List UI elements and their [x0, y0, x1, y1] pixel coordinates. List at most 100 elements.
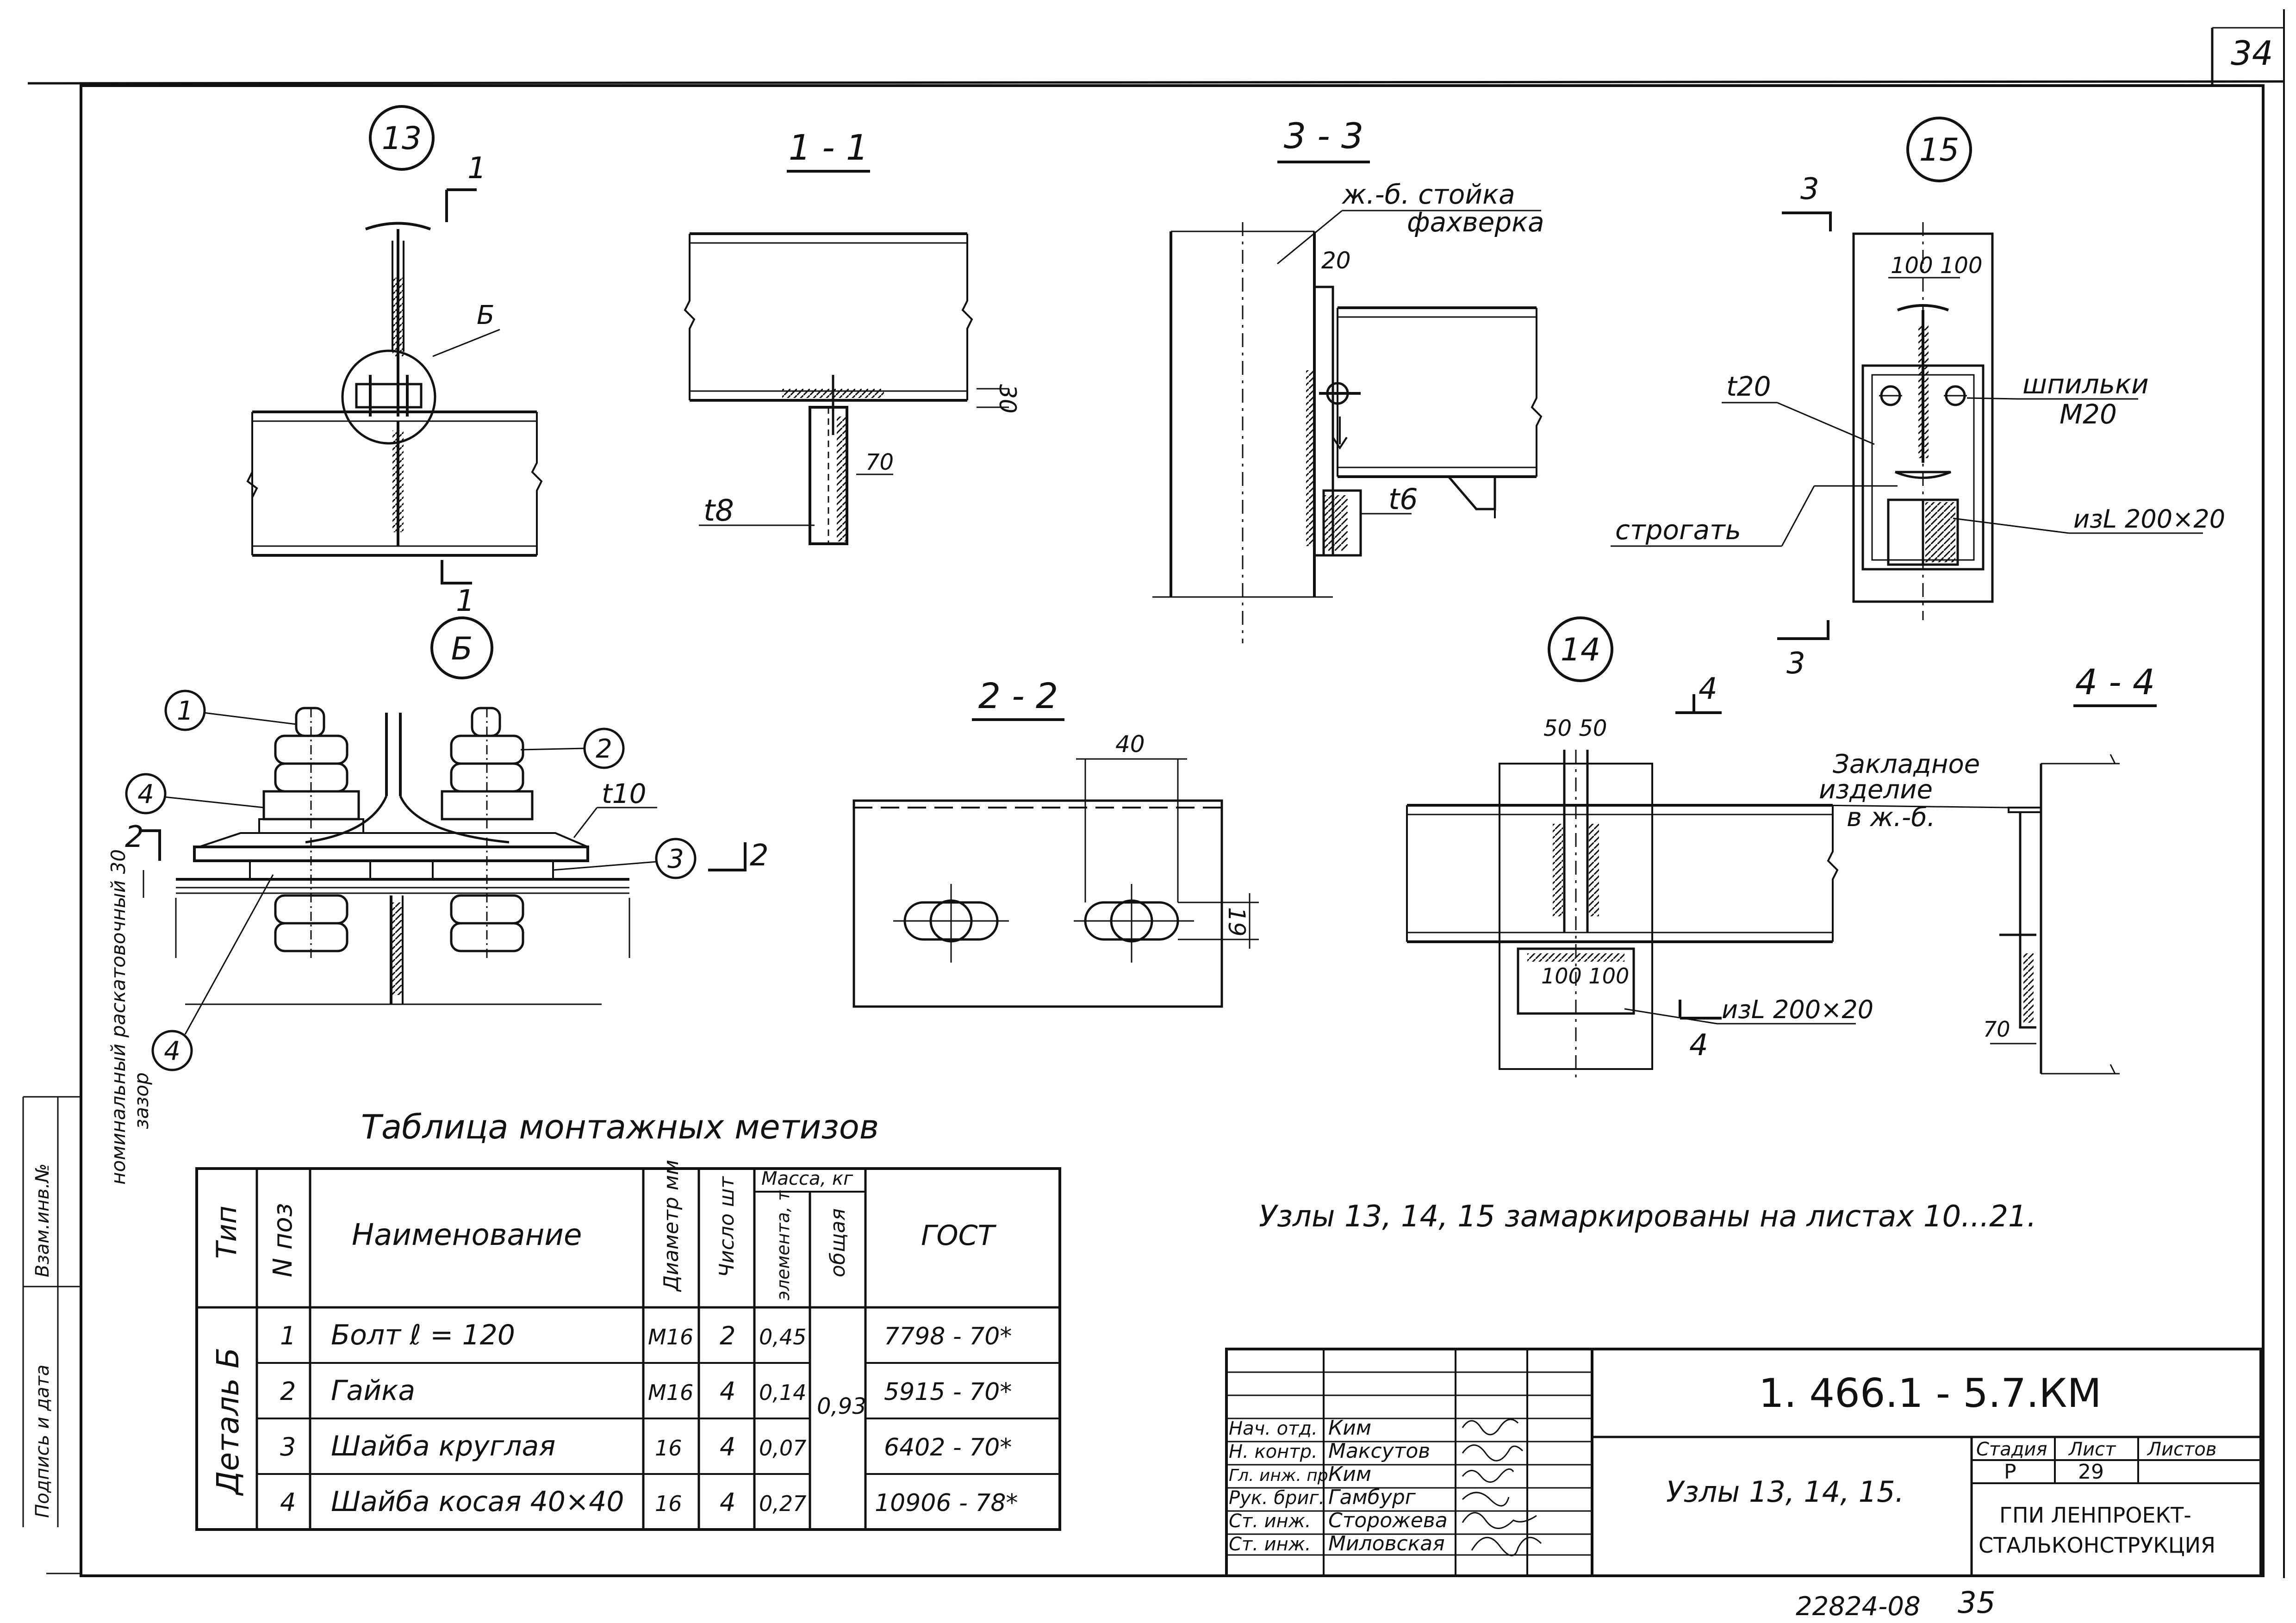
- label-embed-3: в ж.-б.: [1847, 802, 1935, 833]
- row-1-gost: 7798 - 70*: [884, 1323, 1012, 1350]
- staff-5-name: Сторожева: [1328, 1509, 1448, 1532]
- section-3-3-title: 3 - 3: [1284, 115, 1363, 156]
- side-stamp-label: Подпись и дата: [32, 1365, 53, 1518]
- cut-3-bottom-label: 3: [1786, 647, 1805, 681]
- title-block: Нач. отд. Ким Н. контр. Максутов Гл. инж…: [1225, 1348, 2262, 1577]
- row-3-pos: 3: [280, 1432, 296, 1461]
- header-gost: ГОСТ: [921, 1219, 997, 1252]
- label-embed: Закладное: [1833, 749, 1980, 779]
- org-line-1: ГПИ ЛЕНПРОЕКТ-: [1999, 1503, 2191, 1528]
- dim-20: 20: [1321, 247, 1351, 274]
- dim-70: 70: [865, 449, 894, 475]
- row-4-diameter: 16: [655, 1491, 682, 1516]
- section-1-1: 1 - 1 30 70 t8: [684, 127, 1021, 545]
- staff-2-role: Н. контр.: [1229, 1441, 1318, 1462]
- row-4-name: Шайба косая 40×40: [331, 1486, 624, 1518]
- thickness-t10: t10: [602, 778, 647, 809]
- row-2-pos: 2: [280, 1377, 296, 1406]
- thickness-t6: t6: [1388, 482, 1418, 516]
- row-2-mass: 0,14: [759, 1380, 806, 1405]
- bolt-right: [432, 707, 554, 958]
- sheets-label: Листов: [2147, 1439, 2216, 1460]
- header-name: Наименование: [352, 1218, 582, 1252]
- detail-ref-b: Б: [477, 300, 494, 330]
- cut-3-top-label: 3: [1800, 172, 1819, 206]
- row-4-pos: 4: [280, 1488, 296, 1517]
- row-3-mass: 0,07: [759, 1436, 806, 1461]
- label-column: ж.-б. стойка: [1341, 179, 1515, 210]
- dims-100-100: 100 100: [1891, 253, 1983, 279]
- dims-50-50: 50 50: [1543, 715, 1607, 741]
- node-14-label: 14: [1561, 632, 1601, 668]
- cut-4-bottom-label: 4: [1689, 1028, 1708, 1063]
- staff-5-role: Ст. инж.: [1229, 1511, 1311, 1532]
- row-4-gost: 10906 - 78*: [875, 1489, 1018, 1517]
- header-mass-elem: элемента, т: [773, 1190, 793, 1300]
- header-diameter: Диаметр мм: [660, 1160, 683, 1292]
- cut-1-bottom-label: 1: [456, 584, 475, 618]
- label-plane: строгать: [1615, 514, 1741, 546]
- row-1-name: Болт ℓ = 120: [331, 1319, 515, 1351]
- label-angle-15: изL 200×20: [2073, 504, 2225, 534]
- label-embed-2: изделие: [1819, 775, 1933, 805]
- bottom-page-number: 35: [1958, 1586, 1995, 1620]
- bolt-left: [249, 707, 371, 958]
- row-2-name: Гайка: [331, 1374, 415, 1407]
- stage-label: Стадия: [1976, 1439, 2047, 1460]
- dim-30: 30: [994, 384, 1021, 414]
- dim-40: 40: [1115, 731, 1145, 758]
- row-2-gost: 5915 - 70*: [884, 1378, 1012, 1406]
- label-column-2: фахверка: [1407, 206, 1544, 238]
- total-mass: 0,93: [817, 1393, 866, 1419]
- dim-19: 19: [1223, 907, 1250, 937]
- header-mass: Масса, кг: [761, 1168, 853, 1189]
- section-3-3: 3 - 3 ж.-б. стойка фахверка 20 t6: [1152, 115, 1544, 643]
- sheet-frame: 34 22824-08 35: [27, 9, 2285, 1622]
- gap-label: номинальный раскатовочный 30: [107, 849, 130, 1185]
- sheet-value: 29: [2078, 1460, 2104, 1484]
- sheet-label: Лист: [2068, 1439, 2116, 1460]
- cut-2-left-label: 2: [125, 820, 144, 854]
- fastener-table: Таблица монтажных метизов Тип N поз Наим…: [195, 1107, 1061, 1531]
- staff-4-name: Гамбург: [1328, 1486, 1416, 1509]
- cut-4-top-label: 4: [1699, 672, 1717, 706]
- section-2-2-title: 2 - 2: [978, 675, 1058, 716]
- detail-b-label: Б: [451, 631, 473, 667]
- pos-2-callout: 2: [596, 734, 612, 764]
- staff-1-role: Нач. отд.: [1229, 1418, 1318, 1439]
- row-3-name: Шайба круглая: [331, 1430, 555, 1462]
- staff-4-role: Рук. бриг.: [1229, 1487, 1325, 1509]
- header-mass-total: общая: [826, 1208, 850, 1277]
- staff-2-name: Максутов: [1328, 1439, 1430, 1463]
- detail-b-view: Б t10: [107, 616, 769, 1185]
- row-3-gost: 6402 - 70*: [884, 1434, 1012, 1461]
- header-count: Число шт: [715, 1176, 739, 1277]
- group-detail-b: Деталь Б: [210, 1348, 246, 1496]
- thickness-t8: t8: [703, 494, 734, 528]
- row-3-count: 4: [720, 1432, 735, 1461]
- pos-4-callout-top: 4: [137, 779, 154, 809]
- pos-1-callout: 1: [177, 696, 193, 726]
- node-14-view: 14 4 4 50 50 100 100 изL 200×20: [1406, 616, 1873, 1083]
- side-stamp-vzam: Взам.инв.№: [32, 1163, 53, 1277]
- staff-3-role: Гл. инж. пр.: [1229, 1466, 1333, 1485]
- gap-label-2: зазор: [130, 1072, 153, 1129]
- sheet-title: Узлы 13, 14, 15.: [1666, 1475, 1904, 1509]
- row-1-mass: 0,45: [759, 1325, 806, 1349]
- thickness-t20: t20: [1726, 371, 1771, 402]
- dims-100-100-b: 100 100: [1541, 964, 1629, 989]
- row-2-count: 4: [720, 1377, 735, 1406]
- label-studs-m20: М20: [2060, 398, 2117, 430]
- node-15-view: 15 3 3 100 100 t20 шпильки М20 с: [1611, 117, 2225, 681]
- row-4-count: 4: [720, 1488, 735, 1517]
- section-4-4: 4 - 4 Закладное изделие в ж.-б. 70: [1818, 661, 2157, 1075]
- section-1-1-title: 1 - 1: [789, 127, 868, 168]
- row-1-pos: 1: [280, 1321, 296, 1350]
- table-title: Таблица монтажных метизов: [361, 1107, 879, 1146]
- header-pos: N поз: [268, 1203, 298, 1277]
- staff-6-name: Миловская: [1328, 1532, 1445, 1555]
- page-number: 34: [2231, 34, 2273, 73]
- dim-70-44: 70: [1983, 1017, 2010, 1042]
- signatures: [1462, 1418, 1542, 1556]
